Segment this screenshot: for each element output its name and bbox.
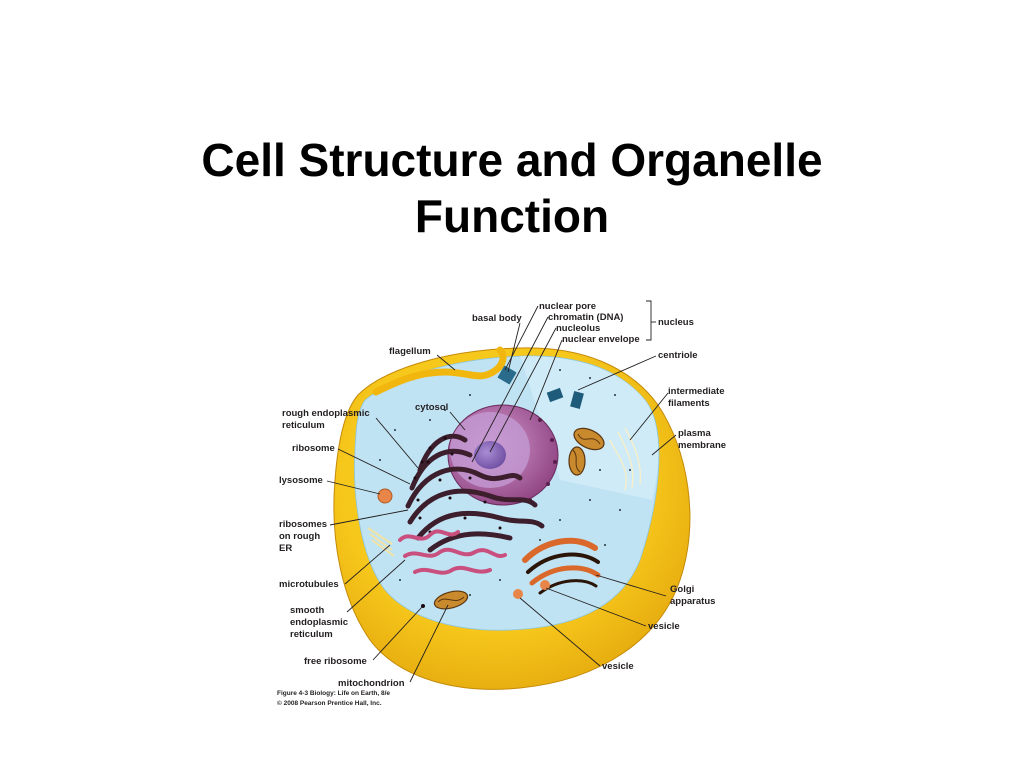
vesicle-shape-2 [513,589,523,599]
mitochondrion-shape-2 [568,446,586,476]
nucleolus-shape [474,441,506,469]
microtubules-shape [367,527,395,557]
mitochondrion-shape-1 [573,427,605,451]
label-nucleus: nucleus [658,317,694,328]
flagellum-shape [372,346,507,396]
leader-lines [326,300,677,683]
label-golgi-1: Golgi [670,584,694,595]
lysosome-shape [377,488,393,504]
diagram-labels: nuclear pore chromatin (DNA) nucleolus n… [279,301,726,689]
label-lysosome: lysosome [279,475,323,486]
label-plasma-membrane-2: membrane [678,440,726,451]
label-smooth-er-1: smooth [290,605,325,616]
slide-title-line-1: Cell Structure and Organelle [201,134,823,186]
figure-caption-line-1: Figure 4-3 Biology: Life on Earth, 8/e [277,690,390,697]
figure-caption-line-2: © 2008 Pearson Prentice Hall, Inc. [277,699,382,707]
label-intermediate-filaments-1: intermediate [668,386,725,397]
intermediate-filaments-shape [609,427,642,491]
mitochondrion-shape-3 [433,590,469,610]
label-rough-er-2: reticulum [282,420,325,431]
label-centriole: centriole [658,350,698,361]
centriole-shape-2 [570,390,584,410]
label-golgi-2: apparatus [670,596,715,607]
basal-body-shape [497,365,517,385]
label-intermediate-filaments-2: filaments [668,398,710,409]
centriole-shape-1 [546,387,564,403]
cytosol-ribosomes [379,369,631,596]
label-plasma-membrane-1: plasma [678,428,711,439]
smooth-er-shape [398,529,507,575]
label-cytosol: cytosol [415,402,448,413]
label-smooth-er-2: endoplasmic [290,617,348,628]
label-rough-er-1: rough endoplasmic [282,408,370,419]
slide-title: Cell Structure and Organelle Function [0,132,1024,244]
label-nuclear-envelope: nuclear envelope [562,334,640,345]
vesicle-shape-1 [540,580,550,590]
label-ribosome: ribosome [292,443,335,454]
slide-title-line-2: Function [414,190,610,242]
label-microtubules: microtubules [279,579,339,590]
label-vesicle-1: vesicle [648,621,680,632]
rough-er-shape [405,433,545,553]
label-basal-body: basal body [472,313,522,324]
label-free-ribosome: free ribosome [304,656,367,667]
label-ribosomes-on-er-3: ER [279,543,292,554]
label-ribosomes-on-er-2: on rough [279,531,320,542]
label-smooth-er-3: reticulum [290,629,333,640]
label-mitochondrion: mitochondrion [338,678,405,689]
label-flagellum: flagellum [389,346,431,357]
rough-er-ribosomes [413,436,502,534]
label-nuclear-pore: nuclear pore [539,301,596,312]
label-vesicle-2: vesicle [602,661,634,672]
label-nucleolus: nucleolus [556,323,600,334]
label-ribosomes-on-er-1: ribosomes [279,519,327,530]
label-chromatin: chromatin (DNA) [548,312,623,323]
